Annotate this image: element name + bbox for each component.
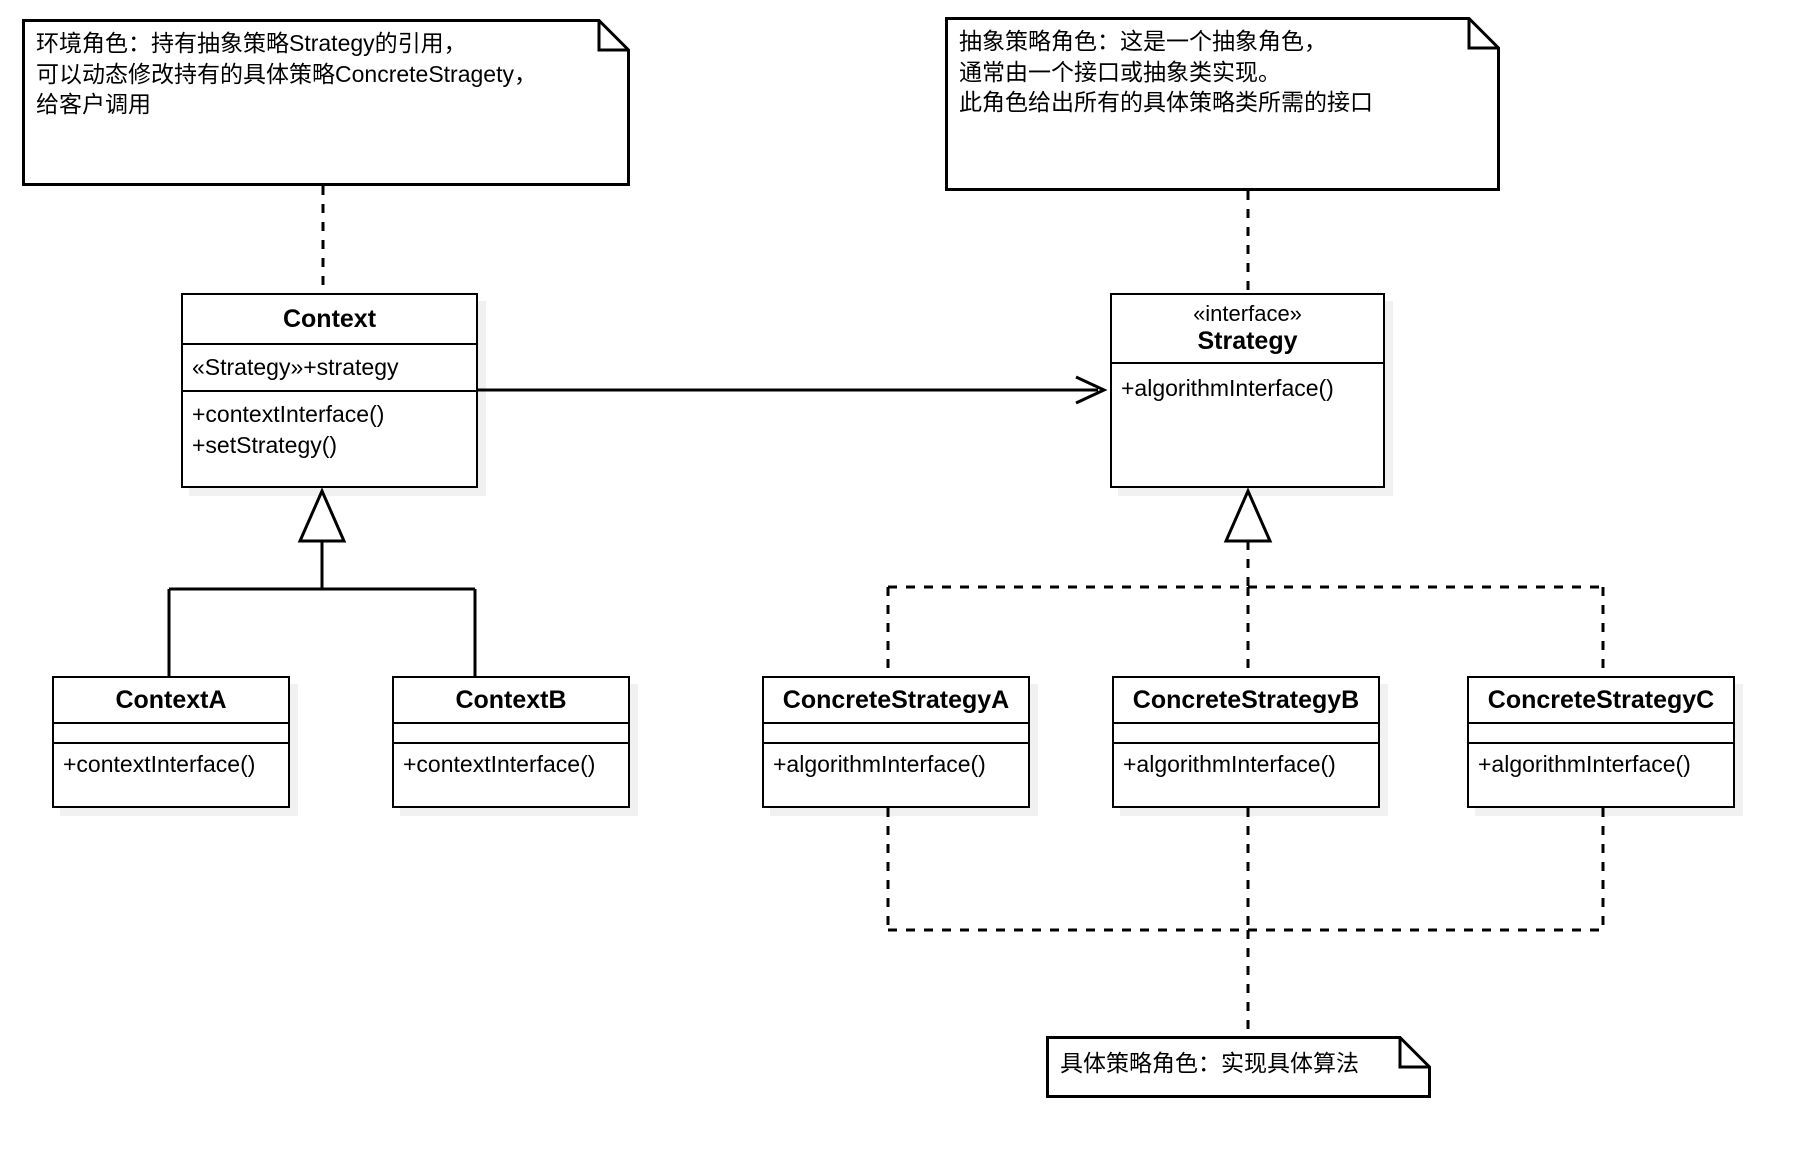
class-concrete-strategy-b-operations: +algorithmInterface() <box>1123 751 1336 777</box>
class-concrete-strategy-a-title-compartment: ConcreteStrategyA <box>764 678 1028 722</box>
association-open-arrowhead <box>1075 375 1108 405</box>
class-concrete-strategy-b-title-compartment: ConcreteStrategyB <box>1114 678 1378 722</box>
class-strategy-title-compartment: «interface» Strategy <box>1112 295 1383 362</box>
note-strategy-text: 抽象策略角色：这是一个抽象角色， 通常由一个接口或抽象类实现。 此角色给出所有的… <box>959 28 1373 116</box>
class-context-a[interactable]: ContextA +contextInterface() <box>52 676 290 808</box>
class-context-b-attributes-compartment <box>394 722 628 742</box>
note-strategy: 抽象策略角色：这是一个抽象角色， 通常由一个接口或抽象类实现。 此角色给出所有的… <box>945 17 1500 191</box>
note-context-text: 环境角色：持有抽象策略Strategy的引用， 可以动态修改持有的具体策略Con… <box>36 30 537 118</box>
class-strategy[interactable]: «interface» Strategy +algorithmInterface… <box>1110 293 1385 488</box>
class-concrete-strategy-b-name: ConcreteStrategyB <box>1132 685 1360 714</box>
class-context-operations-compartment: +contextInterface() +setStrategy() <box>183 390 476 485</box>
class-context-operations: +contextInterface() +setStrategy() <box>192 401 385 459</box>
class-context-title-compartment: Context <box>183 295 476 343</box>
note-concrete-text: 具体策略角色：实现具体算法 <box>1060 1050 1359 1076</box>
class-concrete-strategy-c[interactable]: ConcreteStrategyC +algorithmInterface() <box>1467 676 1735 808</box>
class-concrete-strategy-c-operations: +algorithmInterface() <box>1478 751 1691 777</box>
class-context-attributes: «Strategy»+strategy <box>192 353 399 380</box>
class-concrete-strategy-b-attributes-compartment <box>1114 722 1378 742</box>
class-context-a-operations: +contextInterface() <box>63 751 256 777</box>
class-concrete-strategy-b[interactable]: ConcreteStrategyB +algorithmInterface() <box>1112 676 1380 808</box>
class-context-a-operations-compartment: +contextInterface() <box>54 742 288 805</box>
class-strategy-operations-compartment: +algorithmInterface() <box>1112 362 1383 485</box>
class-context-attributes-compartment: «Strategy»+strategy <box>183 343 476 390</box>
note-concrete-shape <box>1046 1036 1431 1098</box>
class-concrete-strategy-a-name: ConcreteStrategyA <box>782 685 1010 714</box>
class-strategy-operations: +algorithmInterface() <box>1121 375 1334 401</box>
class-concrete-strategy-a-operations-compartment: +algorithmInterface() <box>764 742 1028 805</box>
class-concrete-strategy-b-operations-compartment: +algorithmInterface() <box>1114 742 1378 805</box>
generalization-triangle-context <box>297 487 347 543</box>
note-context: 环境角色：持有抽象策略Strategy的引用， 可以动态修改持有的具体策略Con… <box>22 19 630 186</box>
class-concrete-strategy-a-operations: +algorithmInterface() <box>773 751 986 777</box>
class-context-b-title-compartment: ContextB <box>394 678 628 722</box>
class-context-b[interactable]: ContextB +contextInterface() <box>392 676 630 808</box>
class-context-a-attributes-compartment <box>54 722 288 742</box>
class-concrete-strategy-a-attributes-compartment <box>764 722 1028 742</box>
class-context-b-operations: +contextInterface() <box>403 751 596 777</box>
class-context-b-name: ContextB <box>455 685 567 714</box>
class-concrete-strategy-c-title-compartment: ConcreteStrategyC <box>1469 678 1733 722</box>
class-strategy-name: Strategy <box>1197 326 1298 355</box>
class-concrete-strategy-c-attributes-compartment <box>1469 722 1733 742</box>
class-context-name: Context <box>282 304 377 333</box>
class-context-b-operations-compartment: +contextInterface() <box>394 742 628 805</box>
class-strategy-stereotype: «interface» <box>1193 301 1302 327</box>
realization-triangle-strategy <box>1223 487 1273 543</box>
note-concrete: 具体策略角色：实现具体算法 <box>1046 1036 1431 1098</box>
note-context-shape <box>22 19 630 186</box>
class-concrete-strategy-a[interactable]: ConcreteStrategyA +algorithmInterface() <box>762 676 1030 808</box>
note-strategy-shape <box>945 17 1500 191</box>
class-context[interactable]: Context «Strategy»+strategy +contextInte… <box>181 293 478 488</box>
class-concrete-strategy-c-operations-compartment: +algorithmInterface() <box>1469 742 1733 805</box>
class-context-a-title-compartment: ContextA <box>54 678 288 722</box>
class-concrete-strategy-c-name: ConcreteStrategyC <box>1487 685 1715 714</box>
class-context-a-name: ContextA <box>115 685 227 714</box>
